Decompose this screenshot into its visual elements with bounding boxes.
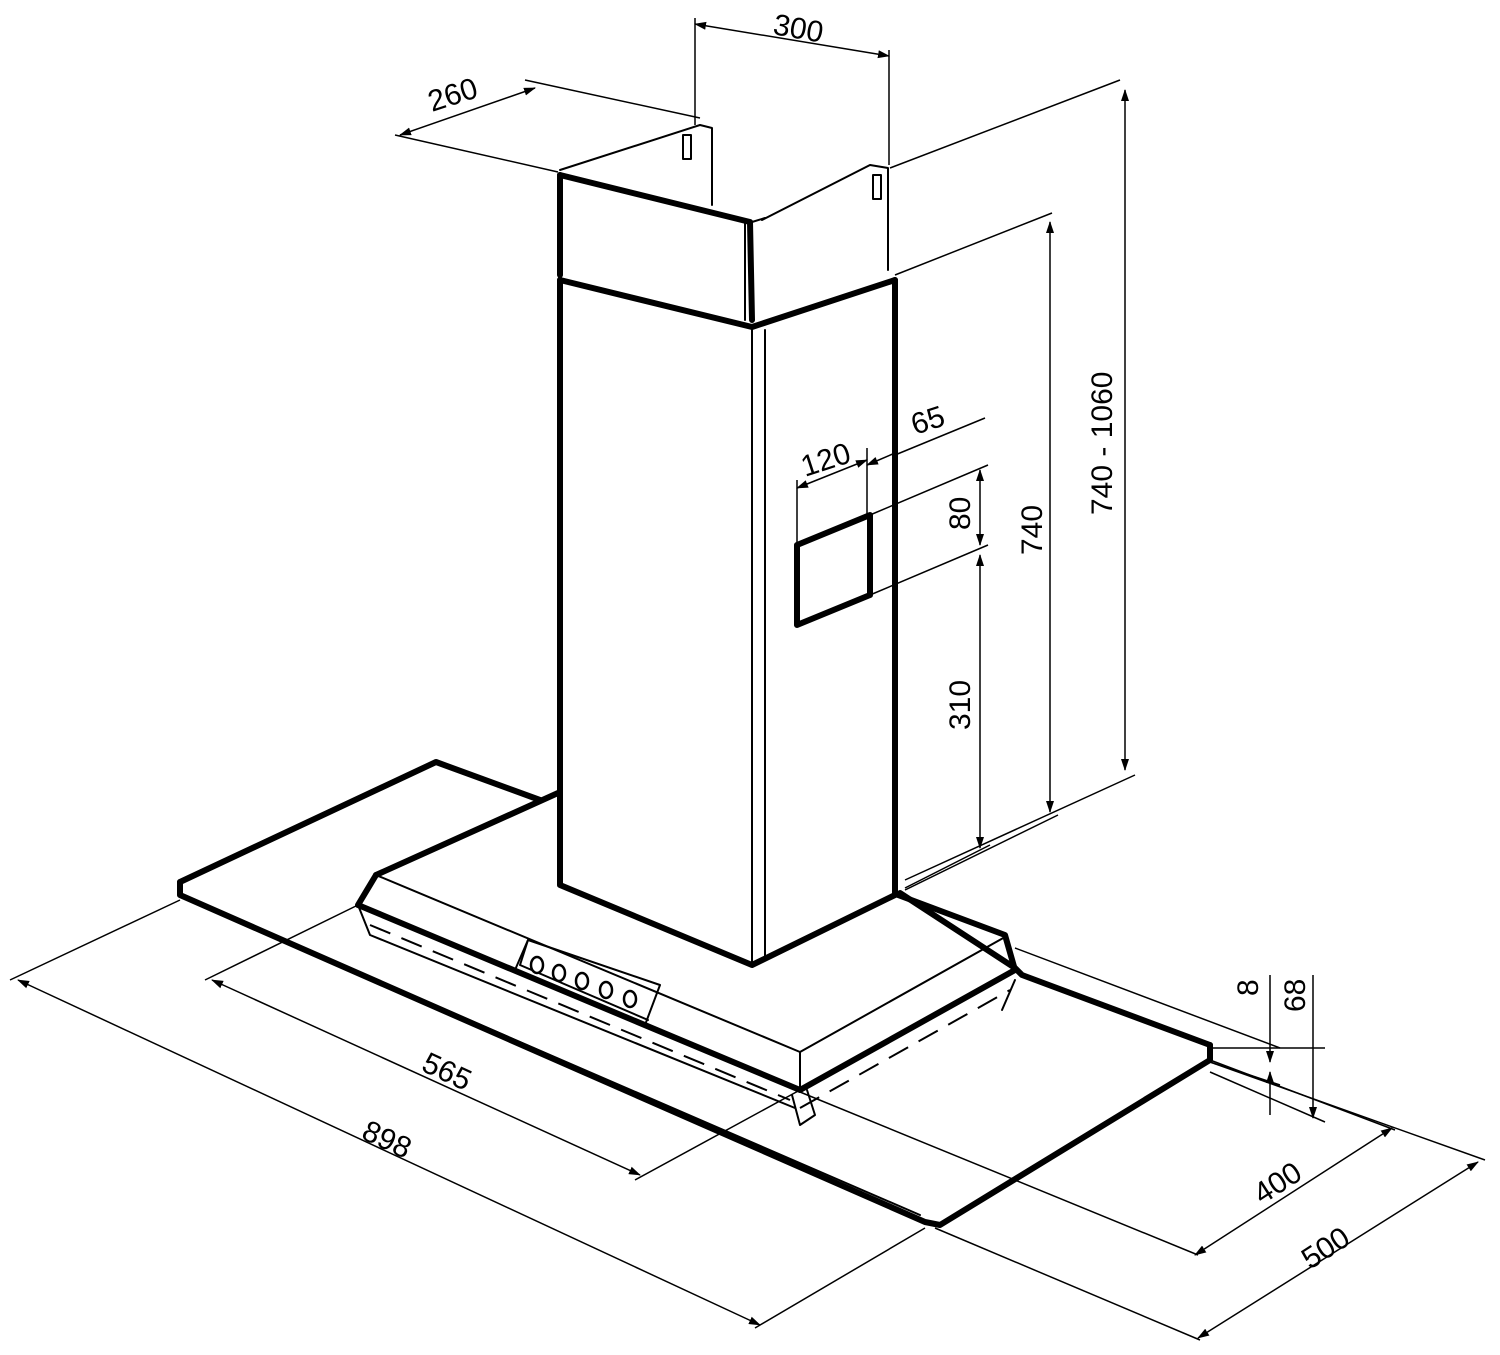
dim-glass-thickness: 8 [1232, 979, 1265, 996]
glass-canopy [177, 759, 1213, 1228]
dimension-lines [9, 18, 1486, 1341]
bracket-slot-left [682, 134, 692, 160]
dim-chimney-width: 300 [771, 8, 826, 49]
dim-canopy-width: 565 [417, 1046, 476, 1097]
dim-canopy-depth: 400 [1248, 1156, 1308, 1211]
dim-total-height-range: 740 - 1060 [1086, 372, 1119, 515]
dim-outlet-width: 120 [797, 437, 855, 484]
dimension-labels: 300 260 740 - 1060 740 65 120 80 310 8 6… [357, 8, 1356, 1275]
dim-outlet-elevation: 310 [944, 680, 977, 730]
dim-overall-width: 898 [357, 1114, 416, 1165]
bracket-slot-right [872, 174, 882, 200]
air-outlet-opening [794, 512, 873, 628]
dim-overall-depth: 500 [1296, 1221, 1356, 1276]
dim-chimney-depth: 260 [424, 72, 482, 119]
control-knob-2-icon [551, 963, 567, 983]
control-knob-3-icon [574, 971, 590, 991]
dim-lower-chimney-height: 740 [1016, 505, 1049, 555]
control-knob-4-icon [598, 980, 614, 1000]
control-knob-5-icon [622, 989, 638, 1009]
dim-canopy-height: 68 [1279, 979, 1312, 1012]
dim-outlet-height: 80 [944, 497, 977, 530]
control-knob-1-icon [529, 955, 545, 975]
lower-chimney [557, 277, 898, 968]
upper-chimney [557, 124, 889, 323]
